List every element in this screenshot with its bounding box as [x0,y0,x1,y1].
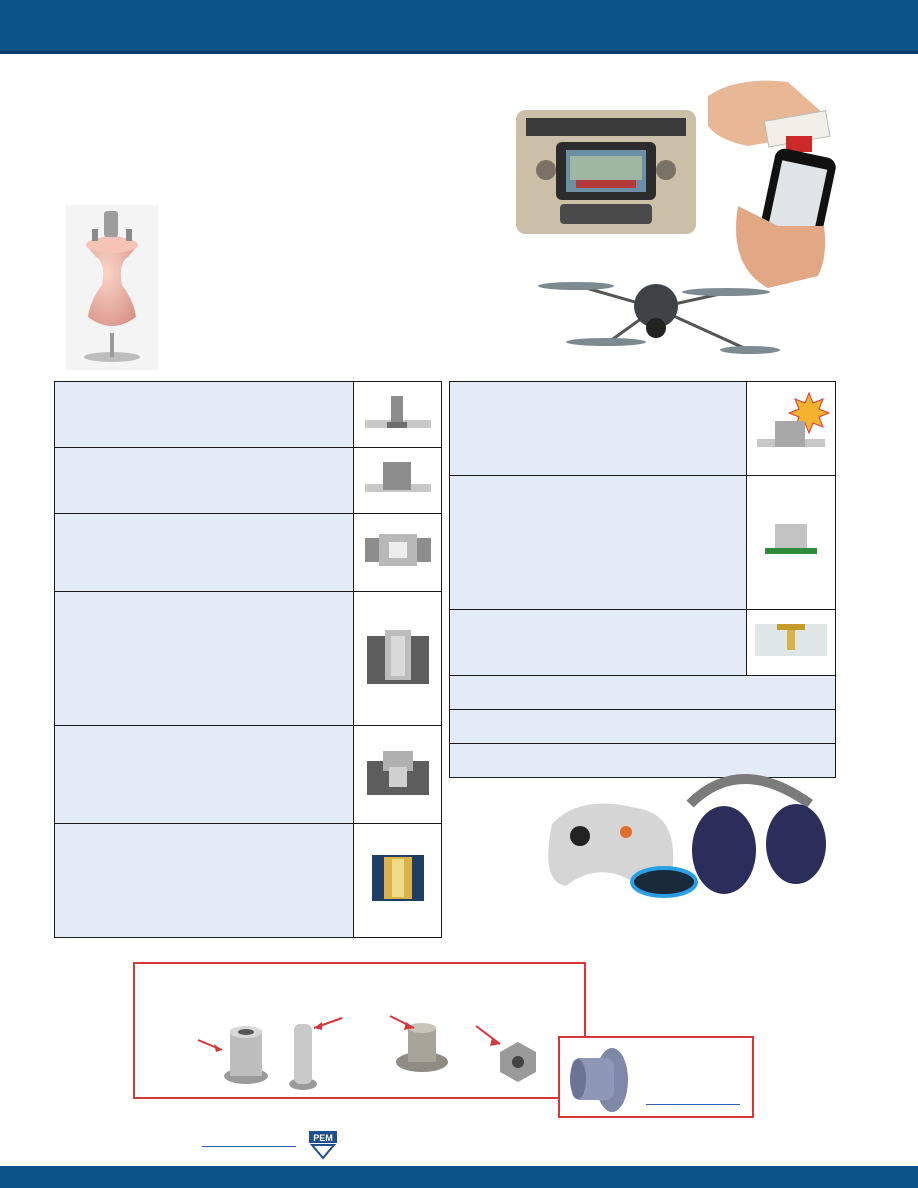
knurled-brass-insert-icon [371,855,424,901]
footer-link[interactable] [202,1146,296,1147]
spec-cell [449,475,747,610]
car-display-photo [516,110,696,234]
quadcopter-drone-photo [536,238,780,368]
spec-image-cell [353,447,442,514]
spec-image-cell [353,513,442,592]
pushpin-fastener-photo [66,205,158,370]
spec-cell [449,743,836,778]
spec-cell [54,381,354,448]
header-bar [0,0,918,54]
spec-cell [54,823,354,938]
spec-cell [449,381,747,476]
standoff-pin-icon [364,396,431,428]
spec-image-cell [353,725,442,824]
spec-cell [449,709,836,744]
spec-image-cell [746,381,836,476]
spec-cell [54,513,354,592]
spec-image-cell [353,823,442,938]
blind-rivet-stud-icon [288,1020,318,1097]
spec-cell [54,725,354,824]
spec-cell [449,609,747,676]
hex-nut-icon [498,1040,538,1089]
flanged-cap-icon [394,1020,450,1081]
right-spec-table [449,381,836,778]
weld-flash-fastener-icon [757,391,831,447]
spec-image-cell [746,609,836,676]
footer-bar [0,1166,918,1188]
spec-cell [449,675,836,710]
pem-logo: PEM [308,1130,338,1160]
flush-stud-icon [364,462,431,492]
threaded-insert-icon [366,630,429,684]
self-clinching-nut-icon [366,751,429,795]
samples-frame [133,962,586,1099]
spec-image-cell [746,475,836,610]
threaded-rivet-nut-icon [222,1024,270,1091]
screw-insert-icon [755,624,827,656]
spec-image-cell [353,381,442,448]
pcb-nut-icon [765,524,817,554]
spec-cell [54,447,354,514]
panel-nut-icon [364,534,431,566]
spec-cell [54,591,354,726]
controller-headphones-wristband-photo [540,764,836,910]
blue-cap-fastener-icon [566,1044,632,1119]
arrows-overlay [197,1015,501,1052]
spec-image-cell [353,591,442,726]
phone-card-reader-photo [708,76,838,294]
left-spec-table [54,381,442,938]
pem-logo-text: PEM [313,1133,333,1143]
inset-link[interactable] [646,1104,740,1105]
